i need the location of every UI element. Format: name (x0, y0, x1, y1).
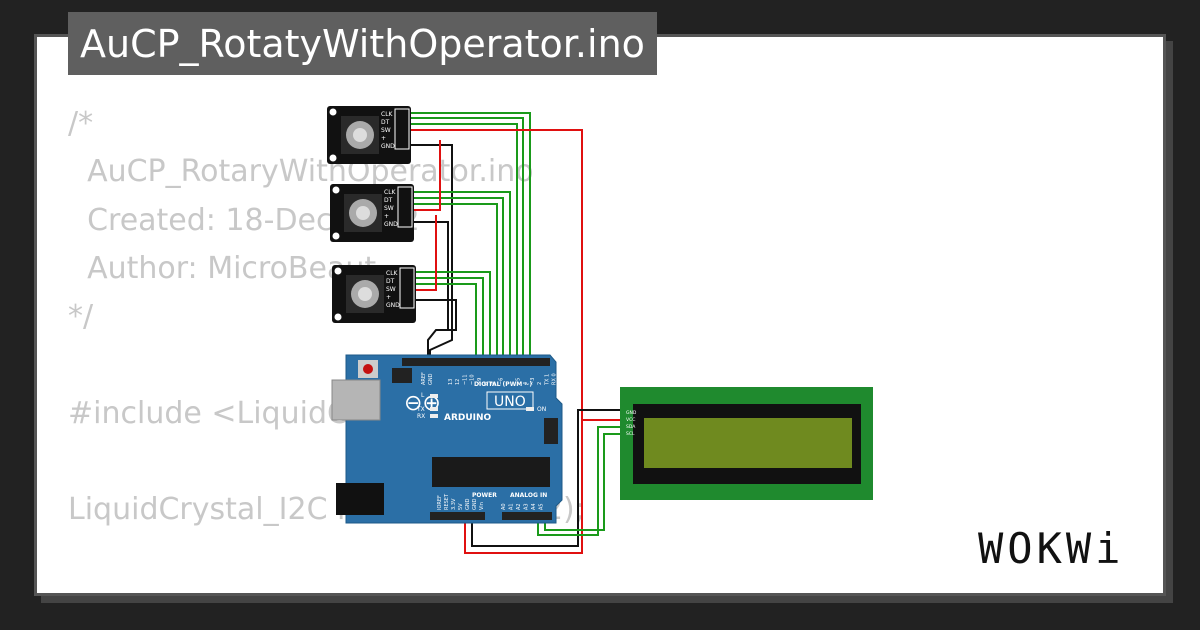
power-header (430, 512, 485, 520)
black-wire (414, 221, 449, 330)
red-wire (416, 215, 437, 291)
analog-pin-label: A2 (516, 503, 522, 510)
encoder-pin-label: CLK (384, 189, 397, 196)
page-title: AuCP_RotatyWithOperator.ino (80, 21, 645, 66)
digital-pin-label: 13 (448, 379, 454, 385)
encoder-pin-label: GND (386, 302, 400, 309)
analog-pin-label: A4 (531, 503, 537, 510)
arduino-uno-board: ⊖⊕ ARDUINO UNO DIGITAL (PWM ~) POWER ANA… (331, 354, 563, 524)
pin-label-aref: AREF (421, 372, 427, 385)
encoder-pin-label: GND (381, 143, 395, 150)
digital-pin-label: ~11 (462, 374, 468, 385)
encoder-pin-label: CLK (386, 270, 399, 277)
pin-label-gnd: GND (428, 373, 434, 385)
power-pin-label: RESET (444, 493, 450, 510)
rotary-encoder-3 (332, 265, 416, 323)
digital-pin-label: TX 1 (544, 374, 550, 386)
analog-pin-label: A5 (539, 503, 545, 510)
encoder-pin-label: DT (384, 197, 393, 204)
encoder-pin-label: GND (384, 221, 398, 228)
svg-text:RX: RX (417, 413, 425, 420)
encoder-pin-label: SW (381, 127, 391, 134)
svg-text:ANALOG IN: ANALOG IN (510, 492, 547, 499)
black-wire (471, 409, 620, 547)
power-pin-label: 3.3V (451, 498, 457, 510)
digital-pin-label: ~9 (477, 378, 483, 385)
microcontroller-chip (432, 457, 550, 487)
svg-text:ON: ON (537, 406, 546, 413)
red-wire (464, 520, 583, 554)
lcd-screen (644, 418, 852, 468)
svg-text:DIGITAL (PWM ~): DIGITAL (PWM ~) (474, 381, 532, 388)
digital-pin-label: 12 (455, 379, 461, 385)
red-wire (414, 140, 441, 211)
green-wire (411, 117, 524, 360)
digital-pin-label: ~3 (530, 378, 536, 385)
svg-text:TX: TX (416, 406, 425, 413)
digital-header (402, 358, 550, 366)
green-wire (411, 123, 518, 360)
encoder-pin-label: SW (386, 286, 396, 293)
svg-text:POWER: POWER (472, 492, 497, 499)
digital-pin-label: 4 (523, 382, 529, 385)
analog-pin-label: A3 (524, 503, 530, 510)
svg-text:L: L (421, 392, 425, 399)
lcd-pin-label: SCL (626, 431, 635, 437)
digital-pin-label: 7 (491, 382, 497, 385)
power-jack (336, 483, 384, 515)
lcd-pin-label: SDA (626, 424, 636, 430)
lcd-pin-label: VCC (626, 417, 635, 423)
encoder-pin-label: + (384, 213, 389, 220)
green-wire (416, 277, 484, 360)
code-line: */ (68, 299, 94, 335)
encoder-pin-label: + (381, 135, 386, 142)
code-line: AuCP_RotaryWithOperator.ino (68, 154, 534, 190)
analog-header (502, 512, 552, 520)
green-wire (411, 112, 531, 360)
code-line: #define ... (68, 583, 1148, 590)
power-pin-label: Vin (479, 502, 485, 510)
usb-port (331, 379, 381, 421)
digital-pin-label: 2 (537, 382, 543, 385)
digital-pin-label: ~10 (470, 374, 476, 385)
encoder-pin-label: + (386, 294, 391, 301)
preview-card (34, 34, 1166, 596)
rotary-encoder-1 (327, 106, 411, 164)
svg-text:ARDUINO: ARDUINO (444, 413, 492, 423)
code-line: /* (68, 106, 94, 141)
digital-pin-label: ~6 (498, 378, 504, 385)
power-pin-label: GND (472, 498, 478, 510)
green-wire (414, 191, 511, 360)
black-wire (411, 144, 453, 360)
encoder-pin-label: DT (381, 119, 390, 126)
svg-text:UNO: UNO (494, 394, 526, 410)
green-wire (414, 203, 498, 360)
lcd-pin-label: GND (626, 410, 637, 416)
green-wire (416, 271, 491, 360)
encoder-pin-label: CLK (381, 111, 394, 118)
analog-pin-label: A1 (509, 503, 515, 510)
title-bar: AuCP_RotatyWithOperator.ino (68, 12, 657, 75)
encoder-pin-label: DT (386, 278, 395, 285)
green-wire (416, 283, 477, 360)
wires (411, 112, 620, 554)
red-wire (411, 129, 583, 548)
green-wire (537, 426, 620, 536)
power-pin-label: IOREF (437, 495, 443, 510)
digital-pin-label: 8 (484, 382, 490, 385)
power-pin-label: GND (465, 498, 471, 510)
wokwi-logo: WOKWi (978, 524, 1125, 573)
green-wire (414, 197, 504, 360)
power-pin-label: 5V (458, 503, 464, 510)
green-wire (544, 433, 620, 531)
digital-pin-label: RX 0 (552, 373, 558, 385)
analog-pin-label: A0 (501, 503, 507, 510)
digital-pin-label: ~5 (516, 378, 522, 385)
rotary-encoder-2 (330, 184, 414, 242)
encoder-pin-label: SW (384, 205, 394, 212)
black-wire (416, 299, 457, 360)
